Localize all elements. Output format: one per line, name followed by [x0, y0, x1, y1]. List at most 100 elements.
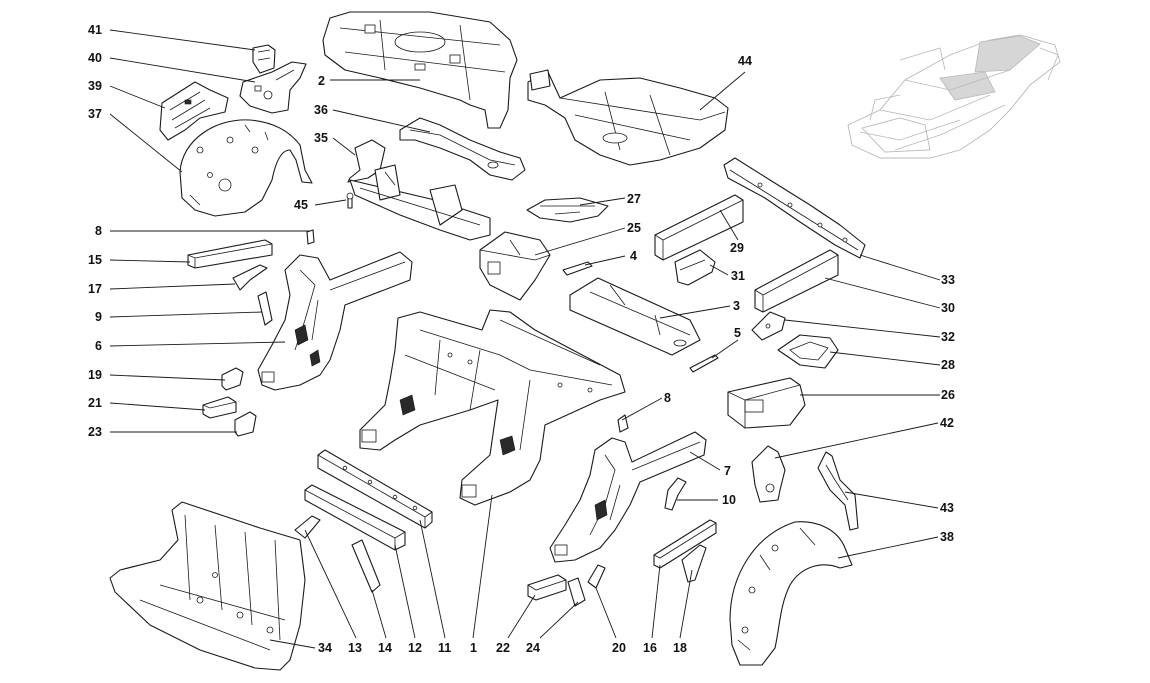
callout-16: 16 — [643, 641, 657, 655]
part-23-block — [234, 411, 257, 437]
callout-30: 30 — [941, 301, 955, 315]
leader-5 — [711, 339, 739, 359]
part-41-bracket — [252, 44, 276, 74]
part-11-beam — [317, 449, 433, 529]
part-33-rail — [723, 157, 866, 259]
part-1-rear-frame — [359, 309, 626, 506]
leader-9 — [109, 311, 263, 318]
callout-42: 42 — [940, 416, 954, 430]
callout-20: 20 — [612, 641, 626, 655]
leader-lines — [109, 29, 941, 649]
leader-43 — [844, 491, 939, 509]
callout-18: 18 — [673, 641, 687, 655]
leader-28 — [829, 351, 941, 366]
callout-8-right: 8 — [664, 391, 671, 405]
callout-8-left: 8 — [95, 224, 102, 238]
leader-36 — [332, 109, 431, 133]
callout-7: 7 — [724, 464, 731, 478]
leader-39 — [109, 85, 166, 109]
part-14-piece — [351, 539, 381, 593]
part-17-piece — [232, 264, 268, 291]
part-28-frame — [777, 334, 839, 369]
callout-12: 12 — [408, 641, 422, 655]
callout-31: 31 — [731, 269, 745, 283]
callout-4: 4 — [630, 249, 637, 263]
leader-38 — [837, 536, 939, 559]
callout-38: 38 — [940, 530, 954, 544]
reference-chassis-ghost — [847, 34, 1061, 159]
part-34-floor — [109, 501, 306, 671]
leader-16 — [651, 564, 661, 639]
callout-25: 25 — [627, 221, 641, 235]
callout-44: 44 — [738, 54, 752, 68]
callout-22: 22 — [496, 641, 510, 655]
leader-14 — [371, 589, 387, 639]
part-12-beam — [304, 484, 406, 551]
part-21-block — [202, 396, 237, 419]
leader-15 — [109, 259, 191, 263]
part-8-lower — [617, 414, 629, 433]
part-7-side-structure — [549, 431, 707, 563]
callout-19: 19 — [88, 368, 102, 382]
leader-4 — [584, 255, 626, 266]
callout-33: 33 — [941, 273, 955, 287]
leader-11 — [419, 519, 446, 639]
leader-18 — [679, 569, 693, 639]
part-25-box — [479, 231, 551, 301]
part-40-panel — [239, 61, 307, 114]
callout-32: 32 — [941, 330, 955, 344]
callout-23: 23 — [88, 425, 102, 439]
callout-17: 17 — [88, 282, 102, 296]
leader-32 — [784, 319, 941, 338]
leader-33 — [859, 254, 941, 281]
leader-12 — [394, 544, 416, 639]
part-38-wheelarch — [729, 521, 853, 666]
part-36-crossmember — [399, 117, 526, 181]
part-5-rod — [689, 354, 719, 373]
callout-40: 40 — [88, 51, 102, 65]
callout-11: 11 — [438, 641, 451, 655]
leader-19 — [109, 374, 226, 381]
leader-27 — [579, 197, 626, 206]
part-15-beam — [187, 239, 273, 269]
part-10-piece — [664, 477, 687, 511]
part-8-upper — [306, 229, 315, 245]
leader-21 — [109, 402, 206, 411]
leader-40 — [109, 57, 256, 83]
callout-labels: 41 40 39 37 2 36 35 45 44 27 25 4 29 31 … — [88, 23, 955, 655]
leader-24 — [539, 601, 579, 639]
leader-37 — [109, 113, 183, 173]
leader-3 — [659, 305, 731, 319]
callout-26: 26 — [941, 388, 955, 402]
leader-35 — [332, 137, 356, 156]
callout-27: 27 — [627, 192, 641, 206]
part-19-block — [221, 367, 244, 391]
part-2-bulkhead — [322, 11, 518, 129]
leader-31 — [709, 264, 729, 276]
part-37-wheelarch — [179, 119, 313, 217]
callout-34: 34 — [318, 641, 332, 655]
callout-39: 39 — [88, 79, 102, 93]
leader-25 — [534, 227, 626, 256]
leader-17 — [109, 283, 236, 290]
part-43-bracket — [817, 451, 859, 531]
part-45-bolt — [346, 192, 354, 209]
leader-6 — [109, 341, 286, 347]
part-4-rod — [562, 261, 593, 276]
leader-8b — [621, 397, 663, 421]
callout-3: 3 — [733, 299, 740, 313]
part-3-plate — [569, 277, 701, 356]
part-27-plate — [526, 197, 609, 223]
part-44-tub — [527, 69, 729, 166]
callout-29: 29 — [730, 241, 744, 255]
callout-5: 5 — [734, 326, 741, 340]
part-30-beam — [754, 249, 839, 313]
part-9-piece — [257, 291, 273, 326]
leader-30 — [824, 277, 941, 309]
callout-36: 36 — [314, 103, 328, 117]
part-13-piece — [294, 515, 321, 539]
callout-43: 43 — [940, 501, 954, 515]
leader-29 — [719, 209, 739, 241]
leader-22 — [507, 594, 536, 639]
